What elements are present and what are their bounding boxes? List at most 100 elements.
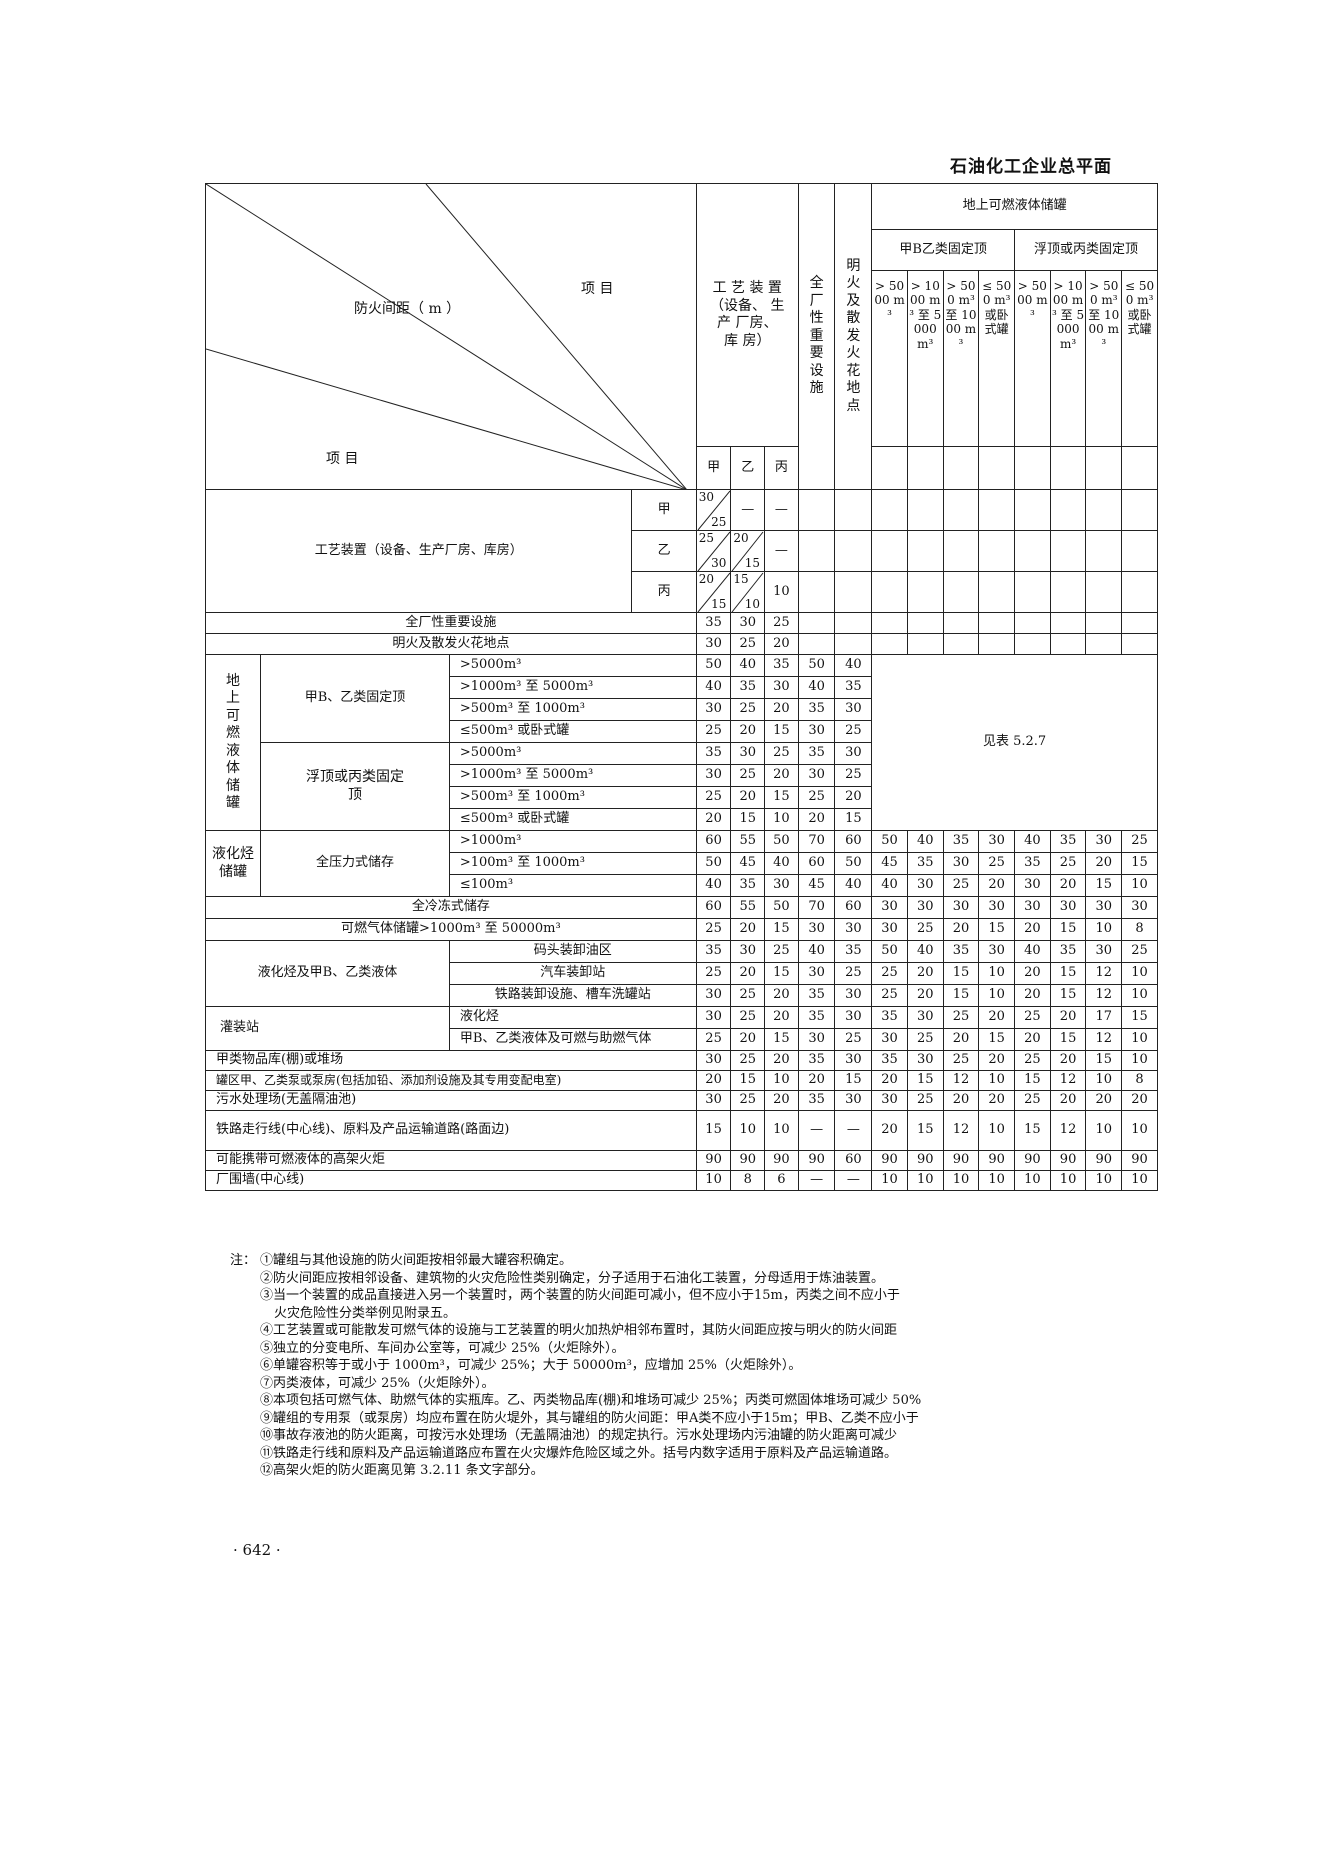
table-cell: 20 [1014, 1028, 1051, 1051]
empty-cell [797, 530, 836, 572]
table-cell: 30 [730, 742, 766, 765]
table-cell: 25 [730, 984, 766, 1007]
row-label-tanks: 地上可燃液体储罐 [204, 654, 262, 831]
table-cell: 厂围墙(中心线) [205, 1170, 697, 1191]
table-cell: 8 [1121, 918, 1158, 941]
table-cell: 30 [797, 1028, 836, 1051]
table-cell: 20 [695, 1070, 732, 1091]
table-cell: 15 [942, 984, 980, 1007]
table-cell: 20 [764, 1006, 799, 1029]
table-cell: 25 [695, 962, 732, 985]
header-open-fire: 明火及散发火花地点 [834, 183, 873, 490]
table-notes: 注：①罐组与其他设施的防火间距按相邻最大罐容积确定。 ②防火间距应按相邻设备、建… [230, 1252, 1160, 1480]
empty-cell [1049, 633, 1087, 655]
table-cell: 90 [695, 1150, 732, 1171]
row-label-plantwide: 全厂性重要设施 [205, 612, 697, 634]
empty-cell [906, 446, 944, 490]
row-label-process-units: 工艺装置（设备、生产厂房、库房） [204, 489, 633, 613]
empty-cell [1049, 612, 1087, 634]
empty-cell [1085, 530, 1123, 572]
fire-distance-table: 项 目 防火间距（ m ） 项 目 工 艺 装 置 （设备、 生 产 厂房、 库… [204, 183, 1158, 1191]
table-cell: 25 [764, 742, 799, 765]
table-cell: 20 [764, 698, 799, 721]
table-cell: 10 [906, 1170, 944, 1191]
table-cell: 15 [1121, 852, 1158, 875]
table-cell: 25 [906, 1090, 944, 1111]
empty-cell [942, 446, 980, 490]
table-cell: 60 [834, 1150, 873, 1171]
table-cell: 10 [764, 1110, 799, 1151]
corner-fire-distance-label: 防火间距（ m ） [354, 301, 461, 317]
table-cell: 20 [764, 1050, 799, 1071]
table-cell: 10 [1085, 1170, 1123, 1191]
table-cell: 15 [1085, 1050, 1123, 1071]
table-cell: — [797, 1170, 836, 1191]
empty-cell [834, 530, 873, 572]
table-cell: 70 [797, 896, 836, 919]
table-cell: 20 [730, 1028, 766, 1051]
table-cell: 30 [764, 676, 799, 699]
row-label-loading: 液化烃及甲B、乙类液体 [205, 940, 450, 1007]
table-cell: 35 [871, 1006, 908, 1029]
table-cell: 15 [1014, 1070, 1051, 1091]
empty-cell [1014, 489, 1051, 531]
table-cell: 25 [906, 918, 944, 941]
table-cell: 30 [978, 830, 1016, 853]
table-cell: 20 [764, 1090, 799, 1111]
table-cell: 15 [695, 1110, 732, 1151]
table-cell: 40 [764, 852, 799, 875]
table-cell: 20 [730, 918, 766, 941]
table-cell: 30 [1014, 896, 1051, 919]
table-cell: 25 [730, 698, 766, 721]
table-cell: 20 [942, 1028, 980, 1051]
header-tank-group: 地上可燃液体储罐 [871, 183, 1158, 230]
table-cell: 45 [797, 874, 836, 897]
note-line: ③当一个装置的成品直接进入另一个装置时，两个装置的防火间距可减小，但不应小于15… [260, 1288, 900, 1303]
table-cell: 30 [1085, 830, 1123, 853]
note-line: 火灾危险性分类举例见附录五。 [274, 1305, 457, 1321]
header-capacity-6: > 1000 m³ 至 5000 m³ [1049, 270, 1087, 447]
fraction-numerator: 25 [698, 531, 715, 545]
table-cell: 15 [978, 1028, 1016, 1051]
table-cell: 30 [834, 984, 873, 1007]
table-cell: 20 [1014, 984, 1051, 1007]
table-cell: 15 [1049, 984, 1087, 1007]
table-cell: 20 [978, 874, 1016, 897]
empty-cell [797, 489, 836, 531]
dash-cell: — [730, 489, 766, 531]
table-cell: 25 [1014, 1090, 1051, 1111]
table-corner-header: 项 目 防火间距（ m ） 项 目 [205, 183, 697, 490]
page-number: · 642 · [233, 1541, 281, 1559]
table-cell: 码头装卸油区 [448, 940, 697, 963]
table-cell: 15 [730, 1070, 766, 1091]
table-cell: 10 [1121, 1170, 1158, 1191]
table-cell: 90 [871, 1150, 908, 1171]
table-cell: 40 [834, 654, 873, 677]
table-cell: 15 [764, 720, 799, 743]
note-line: ⑩事故存液池的防火距离，可按污水处理场（无盖隔油池）的规定执行。污水处理场内污油… [260, 1428, 898, 1443]
fraction-denominator: 15 [711, 596, 727, 611]
table-cell: 30 [978, 896, 1016, 919]
row-label-lpg-tanks: 液化烃储罐 [204, 830, 262, 897]
table-cell: — [834, 1170, 873, 1191]
empty-cell [942, 633, 980, 655]
table-cell: 25 [695, 786, 732, 809]
header-process-units: 工 艺 装 置 （设备、 生 产 厂房、 库 房） [695, 183, 799, 447]
table-cell: 8 [1121, 1070, 1158, 1091]
table-cell: 90 [1049, 1150, 1087, 1171]
row-label-filling: 灌装站 [205, 1006, 450, 1051]
table-cell: 35 [695, 742, 732, 765]
table-cell: 10 [1121, 1028, 1158, 1051]
fraction-denominator: 25 [711, 514, 727, 529]
corner-item-top-label: 项 目 [581, 281, 614, 297]
table-cell: 可燃气体储罐>1000m³ 至 50000m³ [205, 918, 697, 941]
table-cell: 20 [834, 786, 873, 809]
table-cell: 10 [1049, 1170, 1087, 1191]
table-cell: ≤100m³ [448, 874, 697, 897]
row-label-floating-roof: 浮顶或丙类固定顶 [260, 742, 450, 831]
dash-cell: — [764, 530, 799, 572]
